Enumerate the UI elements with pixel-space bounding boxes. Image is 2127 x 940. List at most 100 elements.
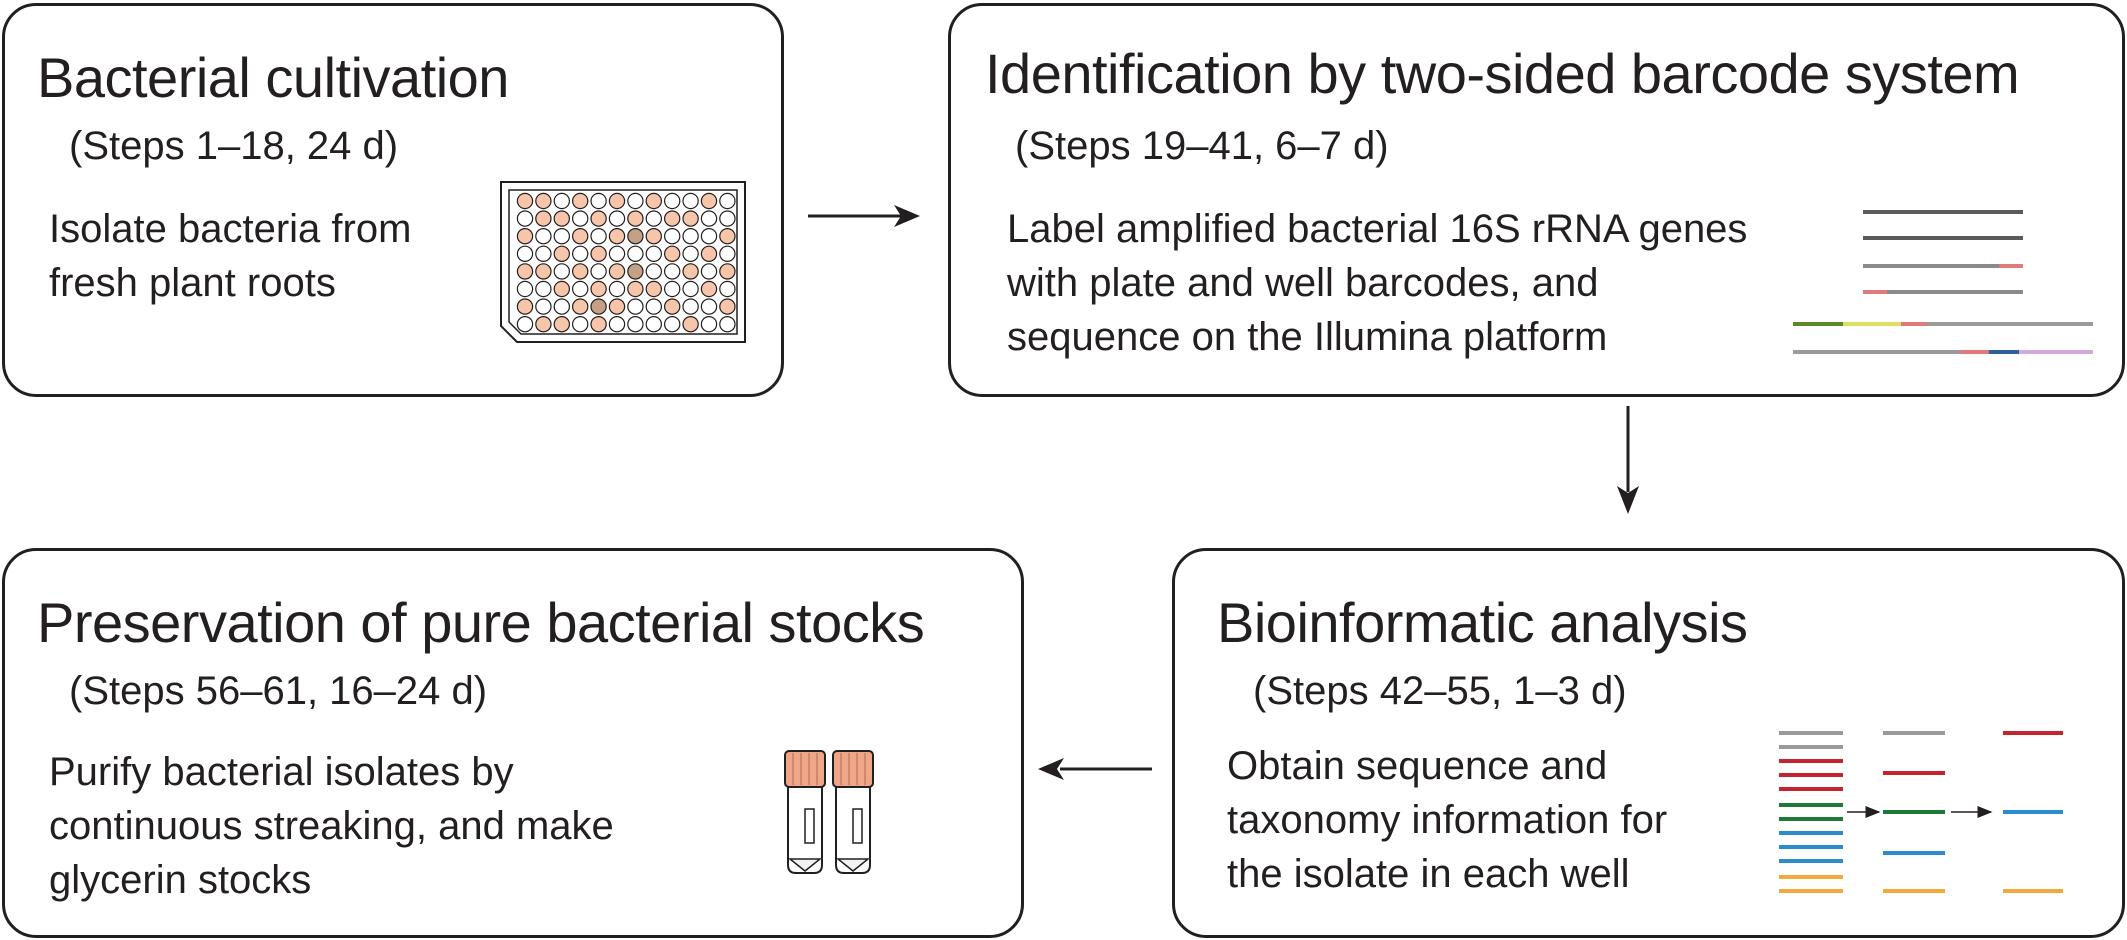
plate-well — [627, 263, 644, 280]
plate-well — [719, 280, 736, 298]
plate-well — [627, 192, 644, 210]
plate-well — [571, 280, 589, 298]
plate-well — [553, 210, 571, 227]
plate-well — [719, 245, 736, 263]
identification-description-line: Label amplified bacterial 16S rRNA genes — [1007, 207, 1748, 251]
cultivation-steps: (Steps 1–18, 24 d) — [69, 124, 399, 168]
plate-well — [719, 263, 736, 280]
plate-well — [645, 298, 662, 315]
plate-well — [700, 280, 718, 298]
identification-description: Label amplified bacterial 16S rRNA genes… — [1007, 202, 1747, 364]
bioinformatic-box: Bioinformatic analysis (Steps 42–55, 1–3… — [1172, 548, 2125, 938]
plate-well — [700, 245, 718, 263]
plate-well — [535, 298, 552, 315]
plate-well — [516, 245, 534, 263]
plate-well — [682, 228, 699, 245]
preservation-description-line: Purify bacterial isolates by — [49, 750, 514, 794]
plate-well — [608, 228, 626, 245]
plate-well — [700, 298, 718, 315]
plate-well — [516, 228, 534, 245]
preservation-box: Preservation of pure bacterial stocks (S… — [2, 548, 1024, 938]
plate-well — [535, 245, 552, 263]
preservation-steps: (Steps 56–61, 16–24 d) — [69, 669, 488, 713]
plate-well — [700, 192, 718, 210]
cultivation-box: Bacterial cultivation (Steps 1–18, 24 d)… — [2, 3, 784, 397]
plate-well — [553, 315, 571, 333]
plate-well — [553, 263, 571, 280]
cultivation-description-line: Isolate bacteria from — [49, 207, 412, 251]
cultivation-description: Isolate bacteria from fresh plant roots — [49, 202, 411, 310]
identification-title: Identification by two-sided barcode syst… — [985, 42, 2020, 105]
preservation-description: Purify bacterial isolates by continuous … — [49, 745, 614, 907]
plate-well — [627, 228, 644, 245]
plate-well — [700, 228, 718, 245]
plate-well — [682, 210, 699, 227]
plate-well — [719, 298, 736, 315]
barcoded-reads-icon — [1793, 210, 2093, 354]
bioinformatic-description-line: taxonomy information for — [1227, 798, 1668, 842]
plate-well — [645, 315, 662, 333]
plate-well — [516, 263, 534, 280]
plate-well — [535, 280, 552, 298]
bioinformatic-description-line: the isolate in each well — [1227, 852, 1630, 896]
identification-box: Identification by two-sided barcode syst… — [948, 3, 2125, 397]
cultivation-title: Bacterial cultivation — [37, 46, 509, 109]
plate-well — [516, 315, 534, 333]
plate-well — [719, 210, 736, 227]
identification-description-line: with plate and well barcodes, and — [1007, 261, 1599, 305]
plate-well — [682, 298, 699, 315]
plate-well — [553, 298, 571, 315]
tube-1 — [784, 750, 826, 874]
plate-well — [590, 245, 607, 263]
plate-well — [571, 315, 589, 333]
plate-well — [719, 192, 736, 210]
plate-well — [590, 280, 607, 298]
plate-well — [663, 280, 681, 298]
plate-well — [682, 263, 699, 280]
bioinformatic-title: Bioinformatic analysis — [1217, 591, 1748, 654]
96-well-plate-icon — [500, 181, 746, 343]
plate-well — [719, 228, 736, 245]
plate-well — [719, 315, 736, 333]
plate-well — [663, 210, 681, 227]
sequence-sorting-icon — [1779, 731, 2063, 893]
plate-well — [645, 210, 662, 227]
arrow-down-icon — [1617, 406, 1639, 514]
plate-well — [535, 315, 552, 333]
identification-steps: (Steps 19–41, 6–7 d) — [1015, 124, 1389, 168]
plate-well — [682, 245, 699, 263]
plate-well — [663, 298, 681, 315]
plate-well — [608, 263, 626, 280]
plate-well — [571, 192, 589, 210]
plate-well — [663, 315, 681, 333]
plate-well — [608, 192, 626, 210]
plate-well — [608, 315, 626, 333]
plate-well — [571, 263, 589, 280]
plate-well — [571, 210, 589, 227]
plate-well — [700, 315, 718, 333]
plate-well — [535, 210, 552, 227]
plate-well — [590, 315, 607, 333]
plate-well — [553, 245, 571, 263]
plate-well — [553, 280, 571, 298]
plate-well — [645, 228, 662, 245]
plate-well — [645, 245, 662, 263]
plate-well — [627, 245, 644, 263]
preservation-description-line: glycerin stocks — [49, 858, 312, 902]
plate-well — [590, 192, 607, 210]
plate-well — [682, 315, 699, 333]
plate-well — [663, 228, 681, 245]
plate-well — [700, 263, 718, 280]
plate-well — [590, 263, 607, 280]
plate-well — [645, 280, 662, 298]
preservation-description-line: continuous streaking, and make — [49, 804, 614, 848]
plate-well — [571, 298, 589, 315]
plate-well — [590, 298, 607, 315]
plate-well — [535, 192, 552, 210]
preservation-title: Preservation of pure bacterial stocks — [37, 591, 925, 654]
plate-well — [682, 192, 699, 210]
plate-well — [571, 245, 589, 263]
plate-well — [535, 263, 552, 280]
plate-well — [608, 298, 626, 315]
plate-well — [608, 210, 626, 227]
